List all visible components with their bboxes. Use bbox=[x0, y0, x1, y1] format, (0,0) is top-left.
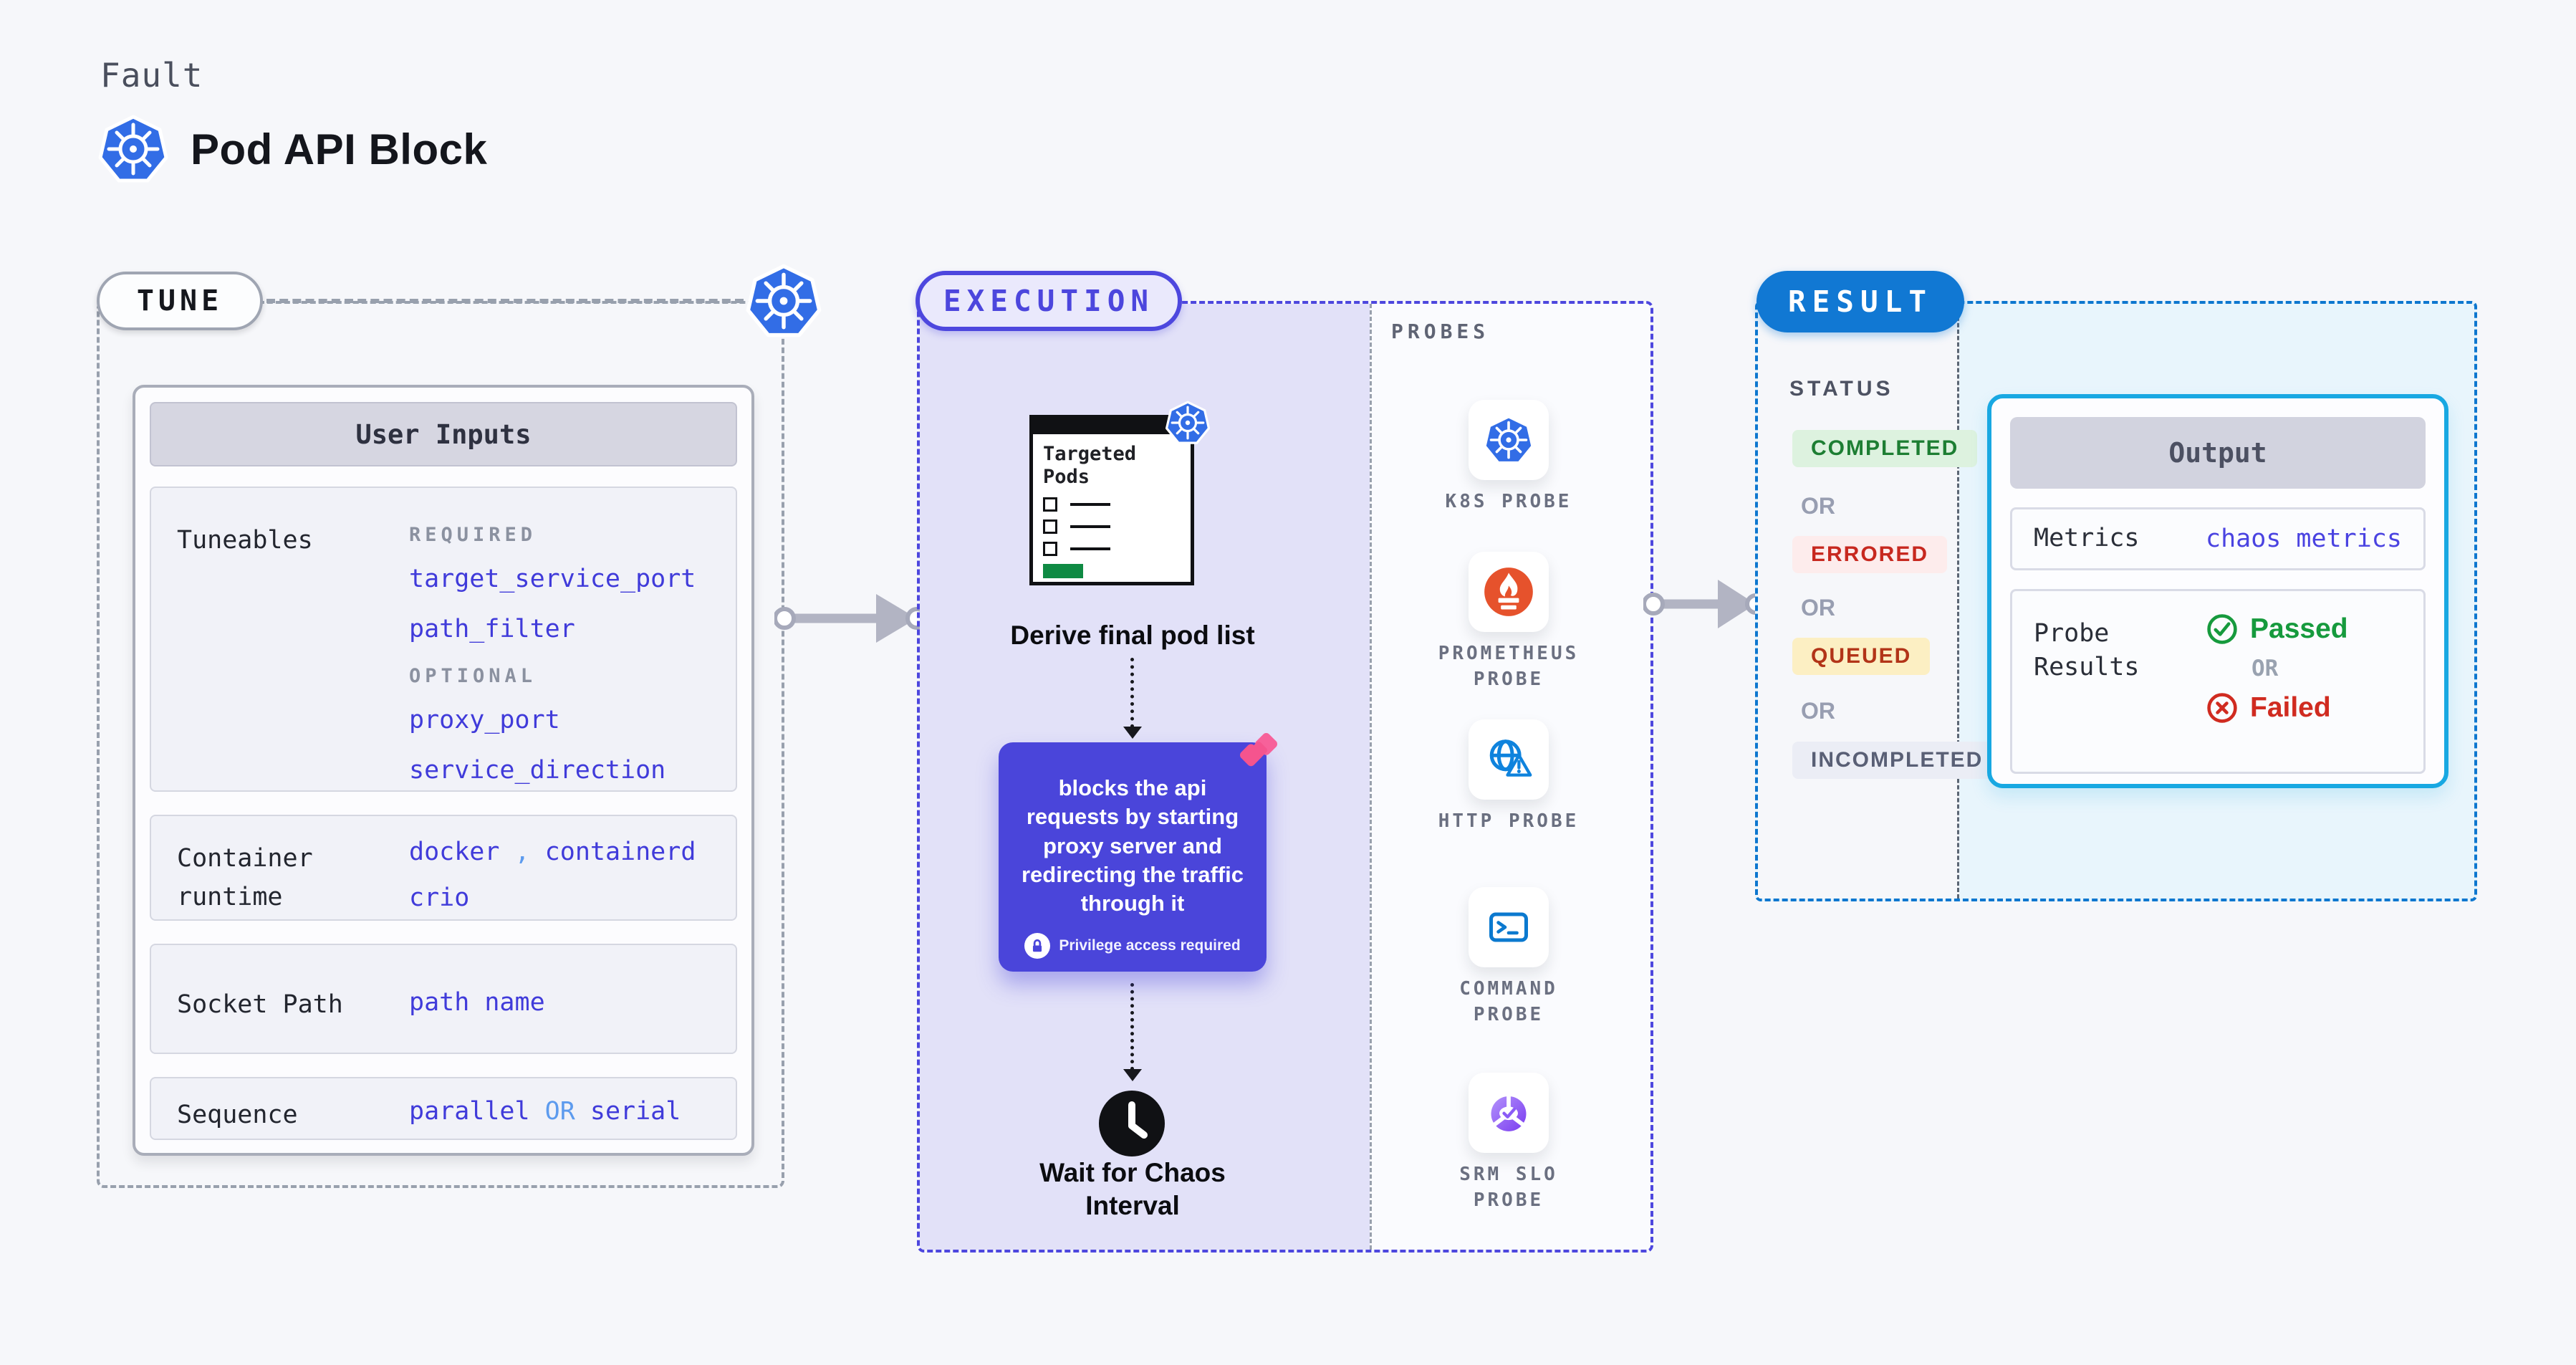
page-title-row: Pod API Block bbox=[97, 113, 487, 185]
sequence-value: parallel OR serial bbox=[409, 1097, 681, 1126]
execution-to-result-arrow bbox=[1643, 580, 1767, 628]
metrics-value: chaos metrics bbox=[2206, 525, 2402, 553]
derive-pod-list-label: Derive final pod list bbox=[1010, 621, 1255, 650]
result-badge: RESULT bbox=[1756, 271, 1964, 332]
wait-chaos-interval-label: Wait for Chaos Interval bbox=[1039, 1158, 1226, 1221]
targeted-pods-list bbox=[1033, 489, 1191, 578]
check-circle-icon bbox=[2206, 613, 2239, 646]
probe-results-row: Probe Results Passed OR Failed bbox=[2010, 589, 2426, 774]
passed-state: Passed bbox=[2206, 613, 2348, 646]
kubernetes-icon bbox=[745, 262, 822, 340]
probe-results-label: Probe Results bbox=[2034, 619, 2140, 682]
list-line bbox=[1070, 525, 1110, 528]
clock-icon bbox=[1096, 1088, 1168, 1159]
tune-to-k8s-connector bbox=[266, 299, 744, 303]
lock-icon bbox=[1024, 933, 1051, 959]
status-strip bbox=[1758, 304, 1959, 899]
execution-badge: EXECUTION bbox=[915, 271, 1182, 331]
kubernetes-icon bbox=[97, 113, 169, 185]
slo-pie-icon bbox=[1483, 1087, 1534, 1139]
or-separator: OR bbox=[2251, 656, 2279, 681]
litmus-chaos-icon bbox=[1238, 731, 1279, 772]
kubernetes-icon bbox=[1483, 414, 1534, 466]
terminal-icon bbox=[1483, 901, 1534, 953]
status-heading: STATUS bbox=[1789, 377, 1894, 401]
param-service-direction: service_direction bbox=[409, 756, 666, 785]
privilege-note: Privilege access required bbox=[999, 933, 1267, 959]
container-runtime-value-crio: crio bbox=[409, 883, 470, 912]
or-separator: OR bbox=[1801, 493, 1835, 519]
user-inputs-card: User Inputs Tuneables REQUIRED target_se… bbox=[133, 385, 754, 1156]
probe-label: SRM SLO PROBE bbox=[1459, 1164, 1558, 1212]
list-line bbox=[1070, 502, 1110, 506]
progress-bar bbox=[1043, 563, 1083, 578]
checkbox-icon bbox=[1043, 497, 1057, 512]
probe-label: PROMETHEUS PROBE bbox=[1438, 643, 1580, 691]
socket-path-row: Socket Path path name bbox=[150, 944, 737, 1054]
output-title: Output bbox=[2010, 417, 2426, 489]
container-runtime-row: Container runtime docker , containerd cr… bbox=[150, 815, 737, 921]
probes-heading: PROBES bbox=[1391, 320, 1490, 343]
param-target-service-port: target_service_port bbox=[409, 565, 696, 593]
tuneables-row: Tuneables REQUIRED target_service_port p… bbox=[150, 487, 737, 792]
tune-to-execution-arrow bbox=[774, 594, 928, 643]
metrics-row: Metrics chaos metrics bbox=[2010, 507, 2426, 570]
checkbox-icon bbox=[1043, 541, 1057, 556]
required-heading: REQUIRED bbox=[409, 524, 537, 546]
fault-action-description: blocks the api requests by starting prox… bbox=[1021, 775, 1244, 916]
status-badge-completed: COMPLETED bbox=[1792, 430, 1978, 467]
user-inputs-title: User Inputs bbox=[150, 402, 737, 466]
prometheus-flame-icon bbox=[1483, 566, 1534, 618]
checkbox-icon bbox=[1043, 519, 1057, 534]
output-card: Output Metrics chaos metrics Probe Resul… bbox=[1987, 394, 2448, 788]
kubernetes-icon bbox=[1165, 400, 1211, 446]
probe-card-http bbox=[1469, 719, 1549, 800]
status-badge-errored: ERRORED bbox=[1792, 536, 1948, 573]
page-title: Pod API Block bbox=[191, 125, 488, 173]
status-badge-incompleted: INCOMPLETED bbox=[1792, 742, 2002, 779]
sequence-label: Sequence bbox=[177, 1101, 298, 1129]
metrics-label: Metrics bbox=[2034, 524, 2140, 553]
container-runtime-label: Container runtime bbox=[177, 844, 313, 912]
fault-action-card: blocks the api requests by starting prox… bbox=[999, 742, 1267, 972]
tune-badge: TUNE bbox=[97, 272, 263, 330]
probe-card-command bbox=[1469, 887, 1549, 967]
probe-label: K8S PROBE bbox=[1445, 491, 1572, 512]
socket-path-value: path name bbox=[409, 988, 545, 1017]
failed-state: Failed bbox=[2206, 691, 2348, 724]
globe-alert-icon bbox=[1483, 734, 1534, 785]
param-path-filter: path_filter bbox=[409, 615, 575, 643]
sequence-row: Sequence parallel OR serial bbox=[150, 1077, 737, 1140]
probe-card-k8s bbox=[1469, 400, 1549, 480]
optional-heading: OPTIONAL bbox=[409, 665, 537, 687]
or-separator: OR bbox=[1801, 698, 1835, 724]
probe-card-prometheus bbox=[1469, 552, 1549, 632]
probe-label: COMMAND PROBE bbox=[1459, 978, 1558, 1026]
list-line bbox=[1070, 547, 1110, 550]
targeted-pods-titlebar bbox=[1033, 418, 1191, 434]
arrow-head-icon bbox=[1123, 727, 1142, 739]
page-kicker: Fault bbox=[100, 56, 203, 95]
or-separator: OR bbox=[1801, 595, 1835, 621]
flow-arrow-down bbox=[1130, 658, 1134, 728]
param-proxy-port: proxy_port bbox=[409, 706, 560, 734]
tuneables-label: Tuneables bbox=[177, 526, 313, 555]
probe-card-srm-slo bbox=[1469, 1073, 1549, 1153]
targeted-pods-title: Targeted Pods bbox=[1043, 443, 1137, 488]
targeted-pods-card: Targeted Pods bbox=[1029, 415, 1194, 585]
container-runtime-values: docker , containerd bbox=[409, 838, 696, 866]
x-circle-icon bbox=[2206, 691, 2239, 724]
status-badge-queued: QUEUED bbox=[1792, 638, 1931, 675]
flow-arrow-down bbox=[1130, 983, 1134, 1071]
arrow-head-icon bbox=[1123, 1069, 1142, 1081]
socket-path-label: Socket Path bbox=[177, 990, 343, 1019]
probe-label: HTTP PROBE bbox=[1438, 810, 1580, 832]
